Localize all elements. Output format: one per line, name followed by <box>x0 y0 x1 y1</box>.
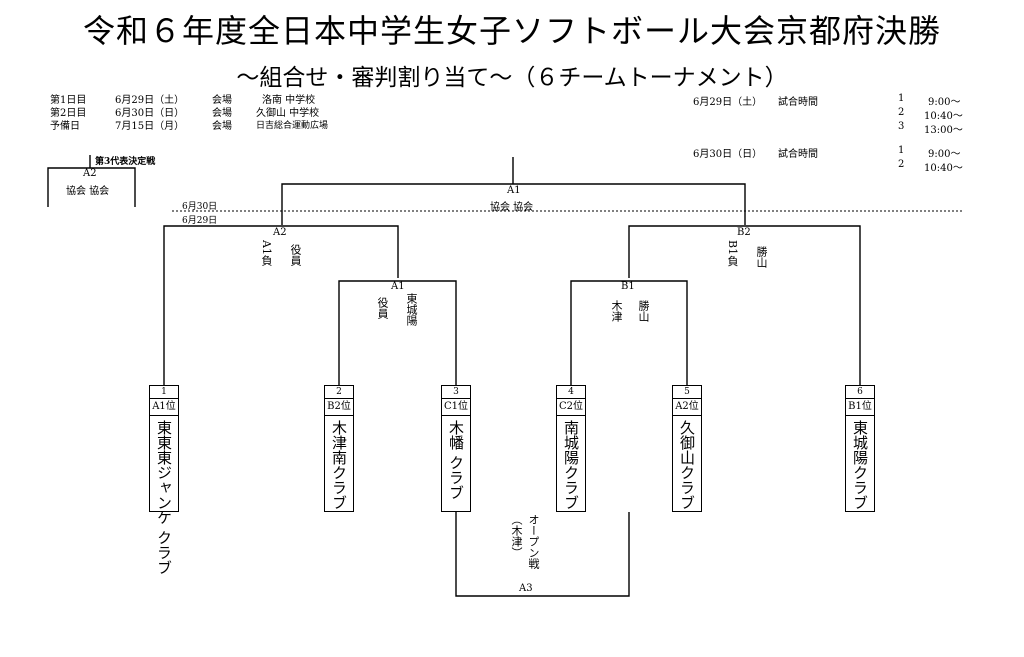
team-box: 1 A1位 東東東ジャンケ クラブ <box>149 385 179 575</box>
team-box: 4 C2位 南城陽クラブ <box>556 385 586 512</box>
team-seed: C2位 <box>557 399 585 416</box>
schedule-date: 6月30日（日） <box>115 108 185 119</box>
semi-left-umpire-b: 役員 <box>289 244 302 266</box>
semi-right-code: B2 <box>737 227 751 238</box>
team-seed: A1位 <box>150 399 178 416</box>
schedule-date: 7月15日（月） <box>115 121 185 132</box>
team-number: 4 <box>557 386 585 399</box>
times-time: 13:00〜 <box>924 125 963 136</box>
quarter-right-umpire-b: 勝山 <box>637 300 650 322</box>
schedule-venue-label: 会場 <box>212 108 232 119</box>
quarter-right-code: B1 <box>621 281 635 292</box>
team-box: 2 B2位 木津南クラブ <box>324 385 354 512</box>
team-number: 3 <box>442 386 470 399</box>
schedule-venue-label: 会場 <box>212 95 232 106</box>
schedule-day: 第2日目 <box>50 108 87 119</box>
schedule-venue-label: 会場 <box>212 121 232 132</box>
times-date: 6月30日（日） <box>693 149 763 160</box>
date-label-d30: 6月30日 <box>182 202 218 212</box>
team-number: 6 <box>846 386 874 399</box>
times-num: 1 <box>898 93 905 104</box>
times-time: 9:00〜 <box>928 97 961 108</box>
times-num: 3 <box>898 121 905 132</box>
quarter-right-umpire-a: 木津 <box>610 300 623 322</box>
team-name: 東城陽クラブ <box>851 420 869 510</box>
times-label: 試合時間 <box>778 97 818 108</box>
team-name: 久御山クラブ <box>678 420 696 510</box>
third-place-label: 第3代表決定戦 <box>95 157 156 167</box>
third-place-code: A2 <box>83 168 97 179</box>
times-num: 1 <box>898 145 905 156</box>
schedule-venue: 久御山 中学校 <box>256 108 320 119</box>
times-time: 10:40〜 <box>924 111 963 122</box>
times-num: 2 <box>898 159 905 170</box>
team-number: 2 <box>325 386 353 399</box>
times-label: 試合時間 <box>778 149 818 160</box>
schedule-venue: 洛南 中学校 <box>262 95 316 106</box>
open-match-bracket <box>455 512 630 597</box>
quarter-right-bracket <box>570 280 688 385</box>
open-match-label: オープン戦 <box>527 514 540 569</box>
schedule-date: 6月29日（土） <box>115 95 185 106</box>
quarter-left-bracket <box>338 280 457 385</box>
team-seed: C1位 <box>442 399 470 416</box>
times-date: 6月29日（土） <box>693 97 763 108</box>
team-box: 5 A2位 久御山クラブ <box>672 385 702 512</box>
semi-right-umpire-a: B1負 <box>726 240 739 267</box>
date-label-d29: 6月29日 <box>182 216 218 226</box>
times-time: 9:00〜 <box>928 149 961 160</box>
semi-right-umpire-b: 勝山 <box>755 246 768 268</box>
open-match-code: A3 <box>519 583 533 594</box>
team-seed: B2位 <box>325 399 353 416</box>
times-num: 2 <box>898 107 905 118</box>
schedule-day: 第1日目 <box>50 95 87 106</box>
semi-left-umpire-a: A1負 <box>260 240 273 266</box>
semi-left-code: A2 <box>273 227 287 238</box>
team-name: 東東東ジャンケ クラブ <box>155 420 173 575</box>
team-box: 3 C1位 木幡 クラブ <box>441 385 471 512</box>
semi-right-bracket <box>628 225 861 385</box>
schedule-venue: 日吉総合運動広場 <box>256 121 329 131</box>
team-box: 6 B1位 東城陽クラブ <box>845 385 875 512</box>
team-seed: B1位 <box>846 399 874 416</box>
third-place-bracket <box>47 167 136 207</box>
team-name: 木幡 クラブ <box>447 420 465 500</box>
team-number: 5 <box>673 386 701 399</box>
semi-left-bracket <box>163 225 399 385</box>
team-name: 南城陽クラブ <box>562 420 580 510</box>
quarter-left-umpire-b: 東城陽 <box>405 293 418 326</box>
times-time: 10:40〜 <box>924 163 963 174</box>
page-title: 令和６年度全日本中学生女子ソフトボール大会京都府決勝 <box>82 12 941 50</box>
final-code: A1 <box>507 185 521 196</box>
quarter-left-umpire-a: 役員 <box>376 297 389 319</box>
quarter-left-code: A1 <box>391 281 405 292</box>
final-umpires: 協会 協会 <box>490 202 534 213</box>
final-bracket <box>281 183 746 225</box>
open-match-sub: （木津） <box>510 514 523 558</box>
team-name: 木津南クラブ <box>330 420 348 510</box>
third-place-umpires: 協会 協会 <box>66 186 110 197</box>
page-subtitle: 〜組合せ・審判割り当て〜（６チームトーナメント） <box>236 65 788 91</box>
schedule-day: 予備日 <box>50 121 80 132</box>
team-seed: A2位 <box>673 399 701 416</box>
team-number: 1 <box>150 386 178 399</box>
